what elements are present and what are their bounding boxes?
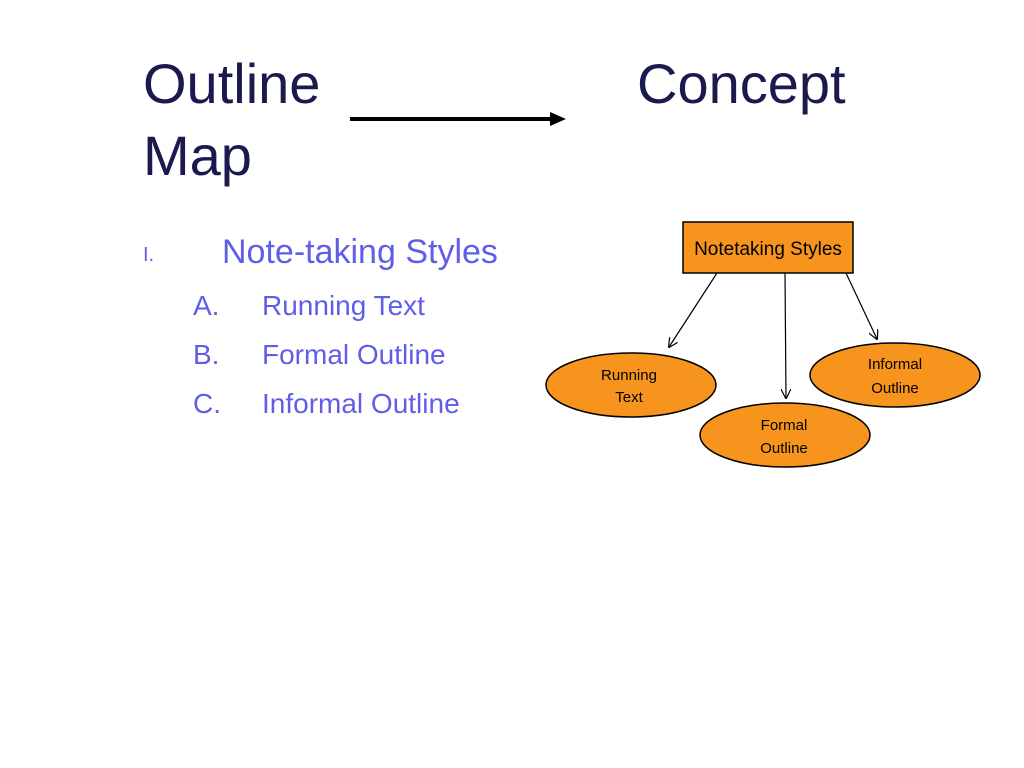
title-concept-word: Concept bbox=[637, 52, 846, 115]
outline-main-label: Note-taking Styles bbox=[222, 233, 498, 271]
title-arrow-icon bbox=[350, 112, 566, 126]
outline-sub-label-running-text: Running Text bbox=[262, 290, 425, 321]
outline-sub-marker-c: C. bbox=[193, 388, 221, 419]
edge-to-formal-outline bbox=[785, 272, 786, 398]
title-map-word: Map bbox=[143, 124, 252, 187]
outline-sub-label-informal-outline: Informal Outline bbox=[262, 388, 460, 419]
outline-sub-marker-a: A. bbox=[193, 290, 220, 321]
concept-map: Notetaking Styles Running Text Formal Ou… bbox=[545, 221, 981, 468]
node-formal-outline: Formal Outline bbox=[699, 402, 871, 468]
node-formal-outline-line2: Outline bbox=[760, 440, 808, 457]
node-formal-outline-line1: Formal bbox=[761, 417, 808, 434]
node-running-text-line1: Running bbox=[601, 367, 657, 384]
outline-main-marker: I. bbox=[143, 244, 155, 266]
outline-sub-label-formal-outline: Formal Outline bbox=[262, 339, 446, 370]
title-outline-word: Outline bbox=[143, 52, 321, 115]
root-node-label: Notetaking Styles bbox=[694, 239, 842, 260]
edge-to-running-text bbox=[669, 272, 718, 347]
node-running-text-line2: Text bbox=[615, 389, 643, 406]
outline-sub-marker-b: B. bbox=[193, 339, 220, 370]
node-running-text: Running Text bbox=[545, 352, 717, 418]
node-informal-outline-line2: Outline bbox=[871, 380, 919, 397]
node-informal-outline-line1: Informal bbox=[868, 356, 922, 373]
root-node: Notetaking Styles bbox=[682, 221, 854, 274]
node-informal-outline: Informal Outline bbox=[809, 342, 981, 408]
edge-to-informal-outline bbox=[845, 272, 877, 339]
